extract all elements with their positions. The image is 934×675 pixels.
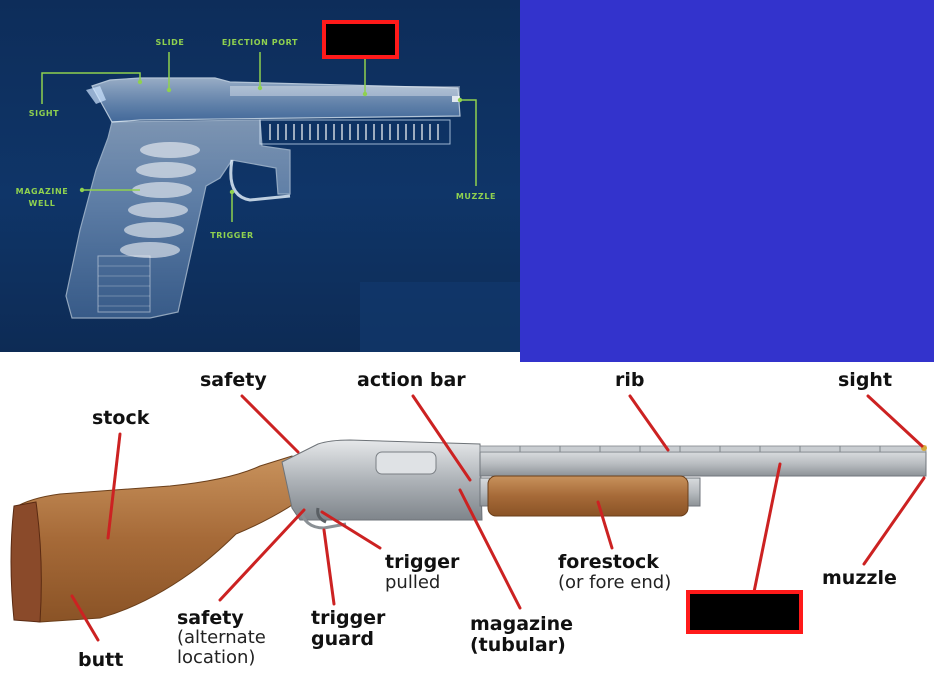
label-safety-alt-line1: safety: [177, 607, 244, 629]
leader-action-bar: [411, 394, 472, 482]
leader-butt: [70, 594, 100, 642]
redacted-label-box-bottom: [686, 590, 803, 634]
leader-safety-alt: [218, 508, 306, 602]
leader-forestock: [596, 500, 614, 550]
leader-stock: [106, 432, 122, 540]
label-muzzle: MUZZLE: [455, 192, 497, 201]
leader-rib: [628, 394, 670, 452]
label-sight: SIGHT: [28, 109, 60, 118]
label-slide: SLIDE: [155, 38, 185, 47]
leader-redacted-bottom: [752, 462, 782, 594]
label-forestock-line1: forestock: [558, 551, 659, 573]
label-forestock-line2: (or fore end): [558, 572, 672, 593]
label-magazine-line1: magazine: [470, 613, 574, 635]
label-sight: sight: [838, 369, 893, 391]
label-action-bar: action bar: [357, 369, 466, 391]
label-safety-alt-line3: location): [177, 647, 256, 668]
label-magazine-well-line2: WELL: [28, 199, 56, 208]
pistol-xray-panel: SLIDE EJECTION PORT SIGHT MAGAZINE WELL …: [0, 0, 520, 352]
leader-sight: [866, 394, 924, 448]
leader-safety: [240, 394, 300, 454]
redacted-label-box-top: [322, 20, 399, 59]
label-trigger-pulled-line1: trigger: [385, 551, 460, 573]
leader-trigger-guard: [322, 528, 336, 606]
label-trigger-guard-line1: trigger: [311, 607, 386, 629]
label-trigger-pulled-line2: pulled: [385, 572, 441, 593]
label-butt: butt: [78, 649, 124, 671]
blue-panel: [520, 0, 934, 362]
label-rib: rib: [615, 369, 645, 391]
leader-magazine: [458, 488, 522, 610]
label-magazine-line2: (tubular): [470, 634, 566, 656]
leader-trigger-pulled: [320, 510, 382, 550]
label-ejection-port: EJECTION PORT: [221, 38, 299, 47]
leader-sight: [41, 72, 141, 104]
leader-muzzle: [460, 99, 477, 186]
label-trigger: TRIGGER: [210, 231, 254, 240]
label-magazine-well-line1: MAGAZINE: [15, 187, 69, 196]
leader-muzzle: [862, 476, 926, 566]
label-stock: stock: [92, 407, 150, 429]
shotgun-drawing: [10, 394, 927, 642]
label-safety: safety: [200, 369, 267, 391]
pistol-xray-drawing: [41, 52, 520, 352]
label-muzzle: muzzle: [822, 567, 897, 589]
label-trigger-guard-line2: guard: [311, 628, 374, 650]
label-safety-alt-line2: (alternate: [177, 627, 266, 648]
